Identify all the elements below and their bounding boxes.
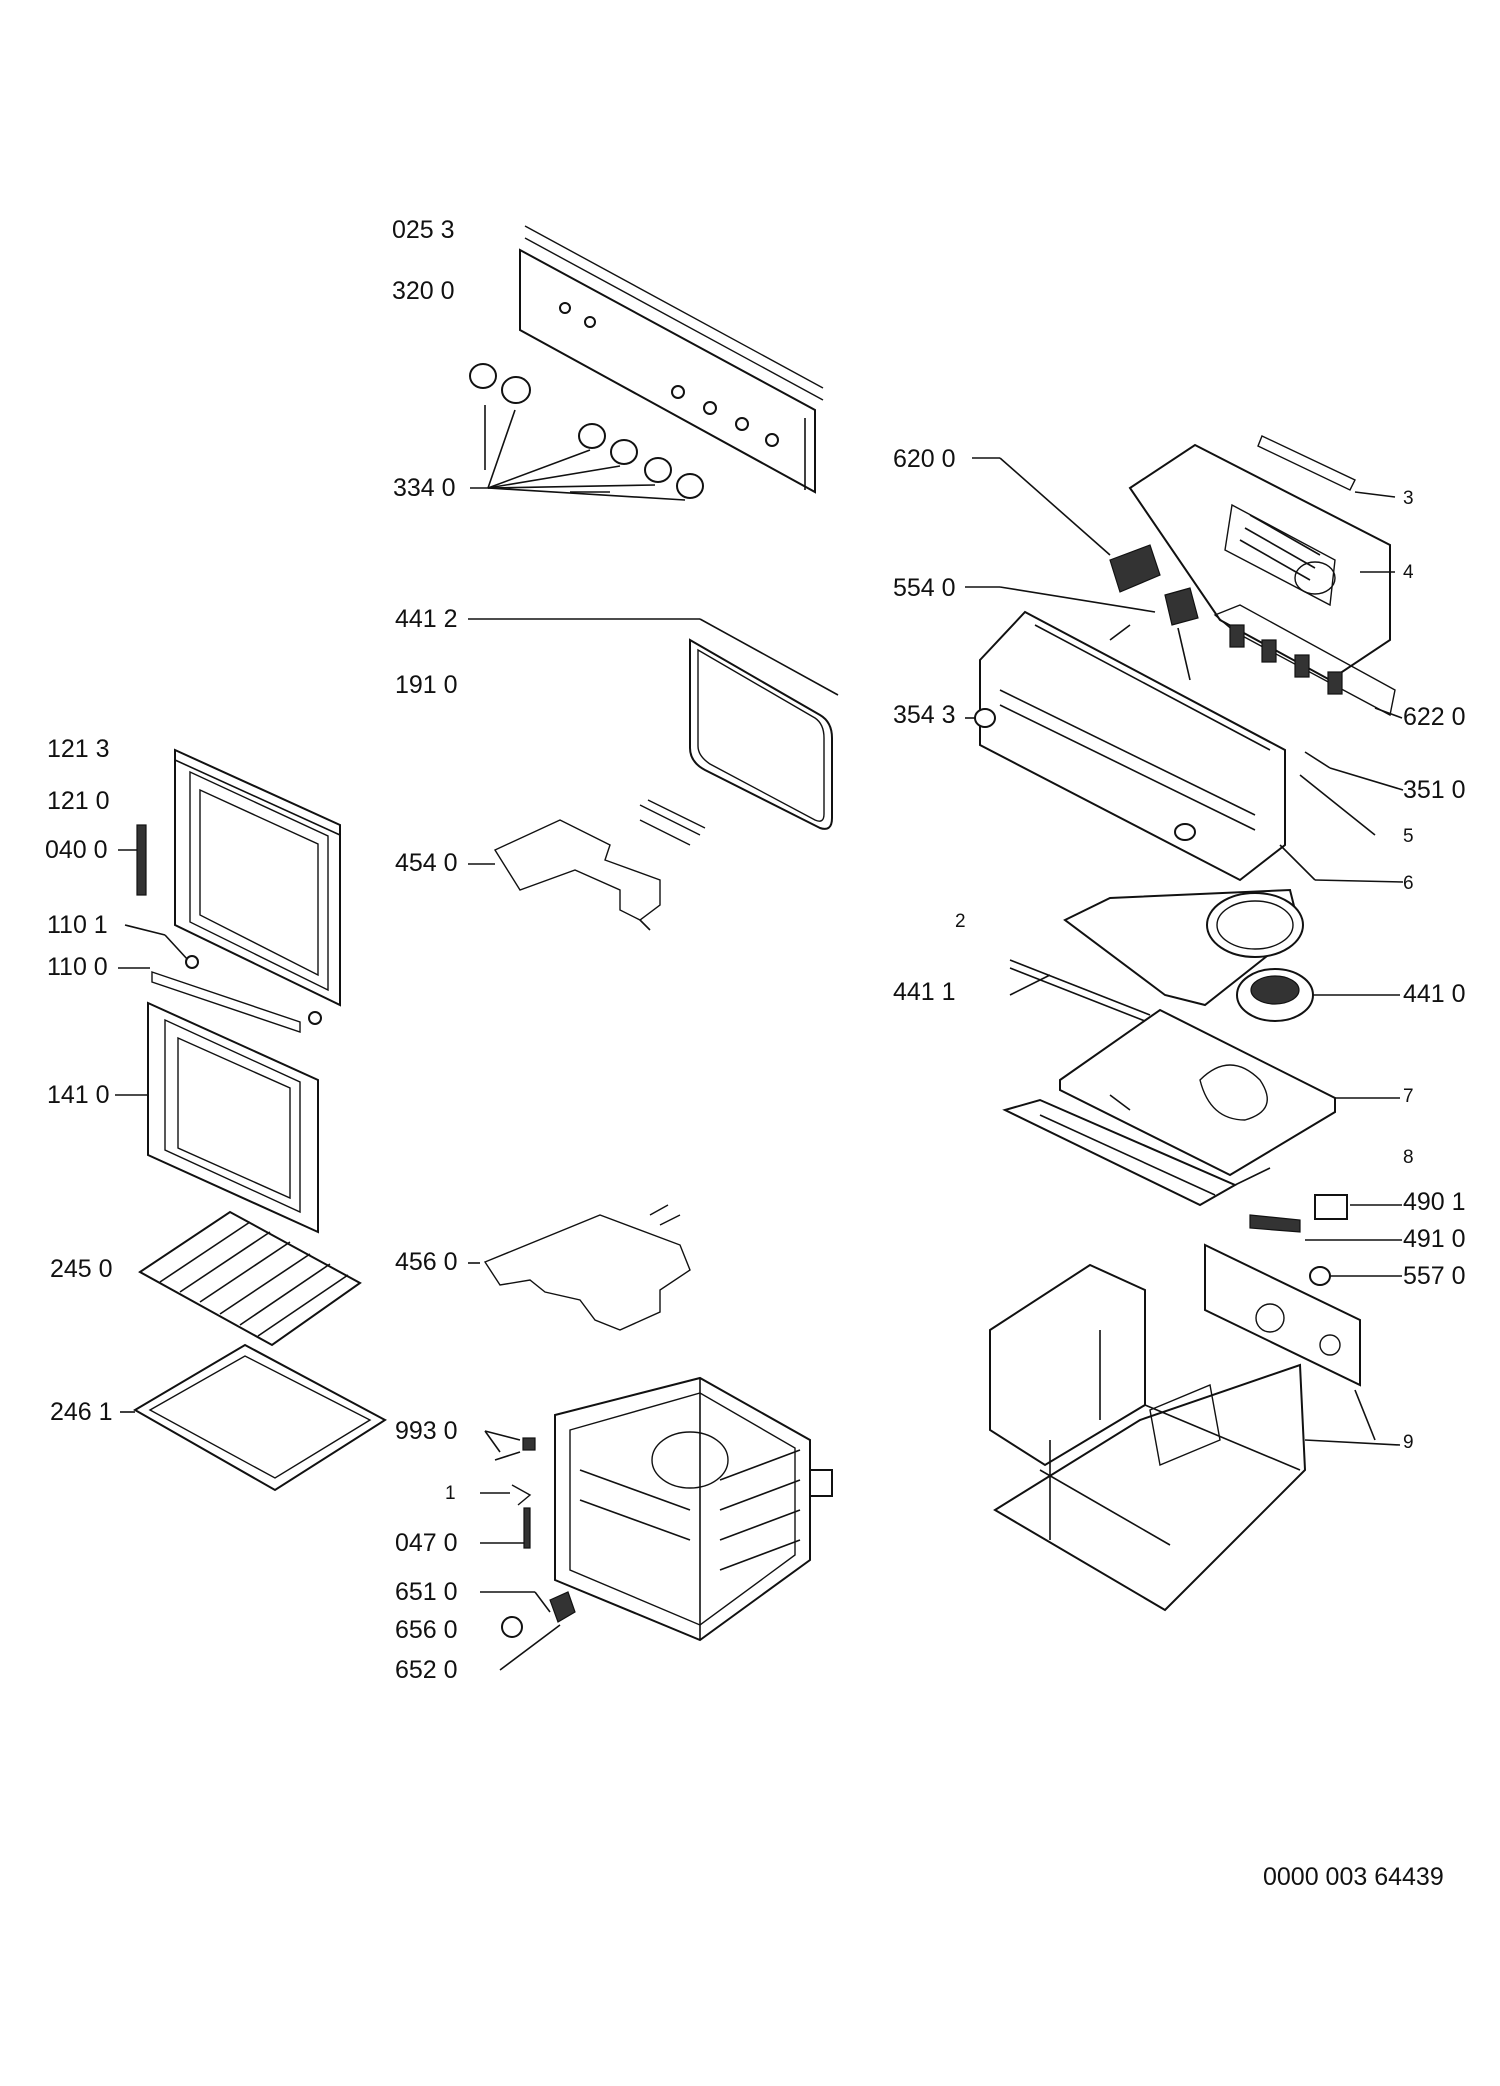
- part-label-025-3: 025 3: [392, 216, 455, 244]
- shaft-part: [1304, 751, 1404, 791]
- hinge-part: [118, 824, 147, 896]
- door-outer-glass-part: [115, 1001, 319, 1234]
- part-label-441-0: 441 0: [1403, 980, 1466, 1008]
- part-label-040-0: 040 0: [45, 836, 108, 864]
- part-label-491-0: 491 0: [1403, 1225, 1466, 1253]
- part-label-6: 6: [1403, 873, 1414, 894]
- bottom-element-part: [468, 1204, 691, 1331]
- part-label-3: 3: [1403, 488, 1414, 509]
- part-label-454-0: 454 0: [395, 849, 458, 877]
- part-label-121-3: 121 3: [47, 735, 110, 763]
- fan-wheel-part: [1236, 968, 1400, 1022]
- part-label-9: 9: [1403, 1432, 1414, 1453]
- part-label-2: 2: [955, 911, 966, 932]
- knobs-part: [469, 363, 704, 501]
- selector-switch-part: [972, 457, 1161, 593]
- control-frame-part: [965, 610, 1286, 882]
- door-handle-part: [118, 924, 322, 1033]
- document-reference-number: 0000 003 64439: [1263, 1863, 1444, 1891]
- oven-cavity-part: [554, 1376, 833, 1642]
- small-fittings-part: [480, 1430, 576, 1671]
- part-label-456-0: 456 0: [395, 1248, 458, 1276]
- baking-tray-part: [120, 1343, 387, 1492]
- part-label-121-0: 121 0: [47, 787, 110, 815]
- part-label-334-0: 334 0: [393, 474, 456, 502]
- part-label-620-0: 620 0: [893, 445, 956, 473]
- part-label-656-0: 656 0: [395, 1616, 458, 1644]
- door-inner-frame-part: [174, 748, 341, 1007]
- part-label-652-0: 652 0: [395, 1656, 458, 1684]
- part-label-110-0: 110 0: [47, 953, 108, 981]
- part-label-246-1: 246 1: [50, 1398, 113, 1426]
- part-label-622-0: 622 0: [1403, 703, 1466, 731]
- rear-panel-part: [1059, 1008, 1400, 1177]
- rear-bracket-part: [1204, 1243, 1361, 1387]
- outer-casing-part: [989, 1263, 1401, 1612]
- terminal-block-part: [1249, 1194, 1402, 1286]
- part-label-110-1: 110 1: [47, 911, 108, 939]
- part-label-8: 8: [1403, 1147, 1414, 1168]
- insulation-plate-part: [1002, 1098, 1271, 1207]
- part-label-4: 4: [1403, 562, 1414, 583]
- part-label-141-0: 141 0: [47, 1081, 110, 1109]
- part-label-993-0: 993 0: [395, 1417, 458, 1445]
- part-label-490-1: 490 1: [1403, 1188, 1466, 1216]
- switch-cluster-part: [1213, 604, 1403, 719]
- part-label-5: 5: [1403, 826, 1414, 847]
- control-panel-part: [519, 225, 824, 494]
- part-label-320-0: 320 0: [392, 277, 455, 305]
- fan-cover-part: [1009, 888, 1304, 1024]
- part-label-191-0: 191 0: [395, 671, 458, 699]
- top-housing-part: [1128, 435, 1396, 682]
- part-label-1: 1: [445, 1483, 456, 1504]
- part-label-354-3: 354 3: [893, 701, 956, 729]
- part-label-651-0: 651 0: [395, 1578, 458, 1606]
- part-label-441-1: 441 1: [893, 978, 956, 1006]
- part-label-245-0: 245 0: [50, 1255, 113, 1283]
- part-label-047-0: 047 0: [395, 1529, 458, 1557]
- part-label-554-0: 554 0: [893, 574, 956, 602]
- part-label-557-0: 557 0: [1403, 1262, 1466, 1290]
- grill-element-part: [468, 799, 706, 931]
- wire-rack-part: [138, 1210, 362, 1347]
- part-label-351-0: 351 0: [1403, 776, 1466, 804]
- part-label-7: 7: [1403, 1086, 1414, 1107]
- gasket-part: [468, 618, 839, 830]
- part-label-441-2: 441 2: [395, 605, 458, 633]
- thermostat-part: [965, 586, 1199, 681]
